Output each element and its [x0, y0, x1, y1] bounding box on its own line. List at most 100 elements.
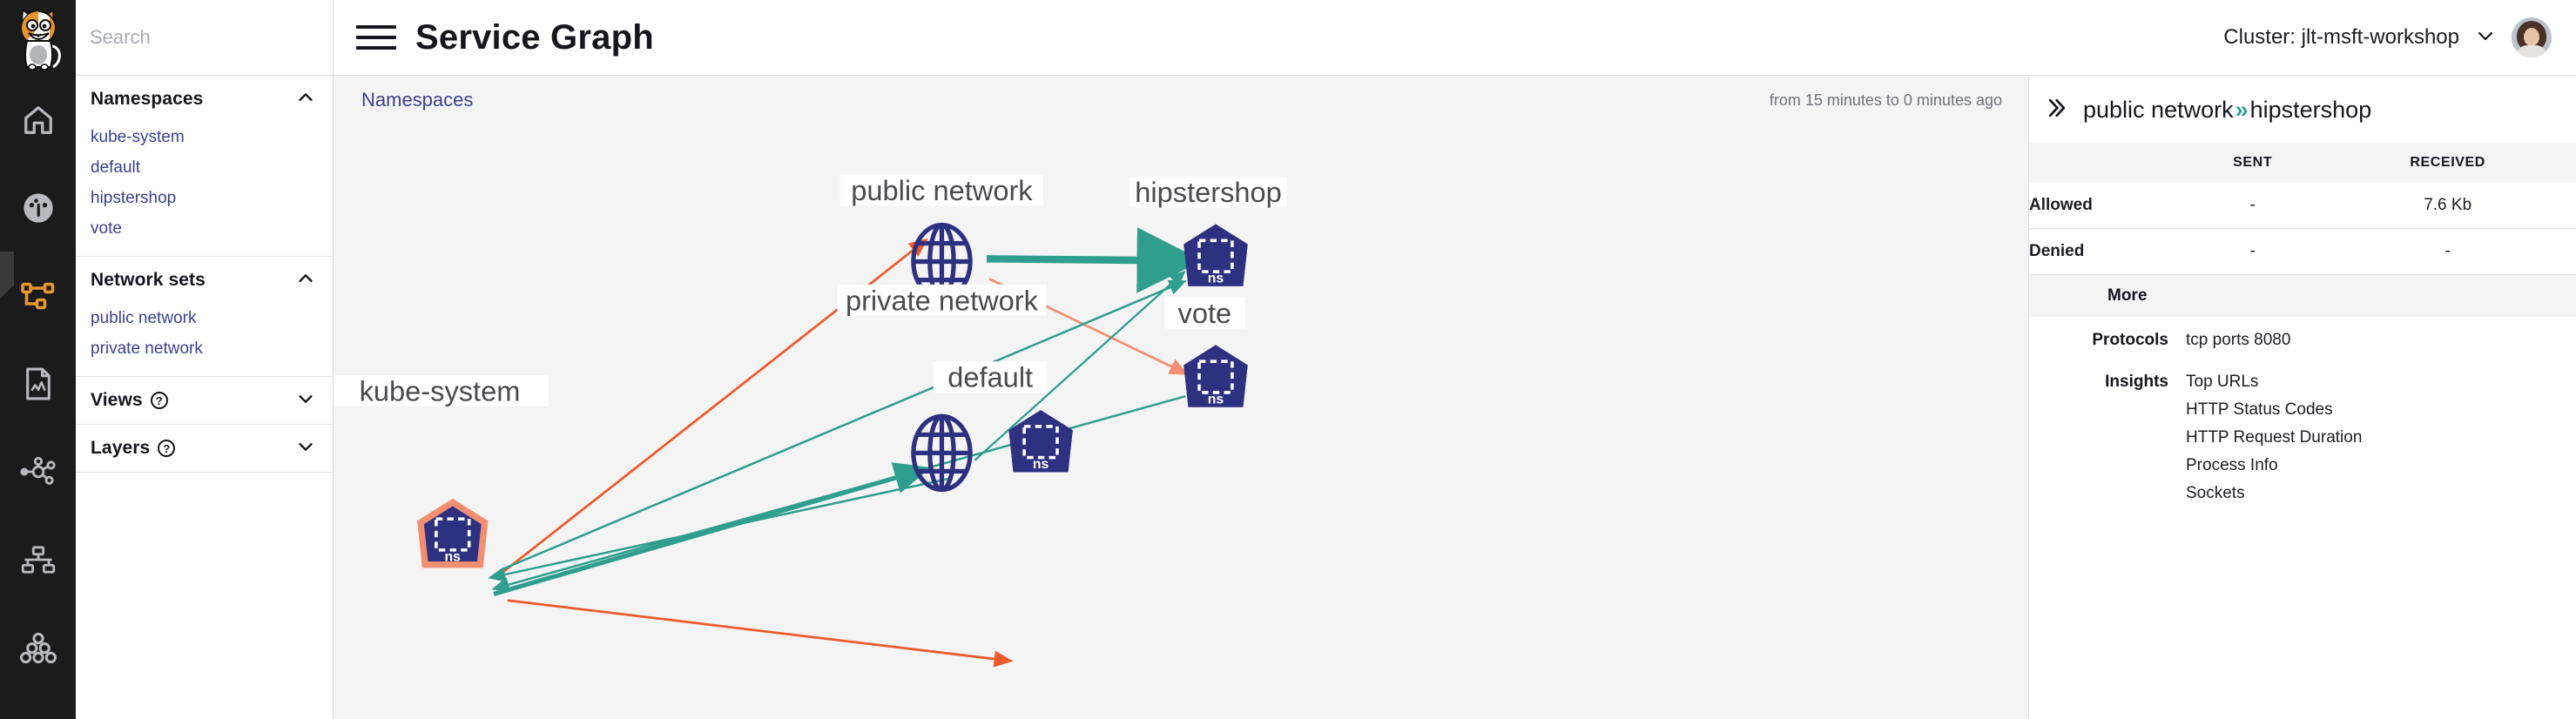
sidebar-section-namespaces-header[interactable]: Namespaces	[76, 76, 333, 123]
graph-node-label: hipstershop	[1135, 176, 1282, 208]
calico-cat-logo[interactable]	[0, 0, 76, 76]
sidebar-section-namespaces-items: kube-system default hipstershop vote	[76, 123, 333, 256]
help-icon[interactable]: ?	[158, 440, 176, 457]
insight-item-http-request-duration[interactable]: HTTP Request Duration	[2186, 428, 2363, 447]
details-title: public network » hipstershop	[2083, 97, 2371, 124]
insights-row: Insights Top URLs HTTP Status Codes HTTP…	[2029, 359, 2576, 512]
insight-item-sockets[interactable]: Sockets	[2186, 484, 2245, 502]
home-icon[interactable]	[0, 76, 76, 164]
protocols-row: Protocols tcp ports 8080	[2029, 317, 2576, 359]
graph-node-badge: ns	[445, 549, 462, 564]
insight-item-process-info[interactable]: Process Info	[2186, 456, 2278, 474]
search-input[interactable]	[90, 26, 341, 49]
chevron-down-icon[interactable]	[296, 389, 315, 413]
policies-document-icon[interactable]	[0, 339, 76, 427]
protocols-value-text: tcp ports 8080	[2186, 331, 2291, 349]
edge-public-network-hipstershop[interactable]	[986, 227, 1204, 293]
sidebar-item-public-network[interactable]: public network	[91, 309, 197, 327]
column-header-sent: SENT	[2186, 143, 2320, 183]
cell-allowed-received: 7.6 Kb	[2319, 183, 2576, 229]
sidebar-section-views-title: Views	[91, 390, 143, 410]
insight-item-http-status-codes[interactable]: HTTP Status Codes	[2186, 400, 2333, 419]
sidebar-item-default[interactable]: default	[91, 158, 141, 177]
hamburger-menu-icon[interactable]	[356, 17, 396, 57]
chevron-up-icon[interactable]	[296, 88, 315, 111]
edge-kube-system-hipstershop[interactable]	[499, 279, 1187, 572]
details-header: public network » hipstershop	[2029, 76, 2576, 143]
expand-double-chevron-right-icon[interactable]	[2045, 95, 2071, 125]
dashboard-gauge-icon[interactable]	[0, 164, 76, 252]
sidebar-section-layers-title: Layers	[91, 438, 151, 458]
sidebar-section-layers: Layers ?	[76, 425, 333, 473]
sidebar-section-network-sets: Network sets public network private netw…	[76, 257, 333, 377]
help-icon[interactable]: ?	[150, 392, 168, 409]
sidebar-item-hipstershop[interactable]: hipstershop	[91, 189, 177, 207]
graph-node-hipstershop[interactable]: hipstershop ns	[1130, 176, 1288, 286]
cell-denied-received: -	[2319, 228, 2576, 275]
page-title: Service Graph	[415, 17, 654, 57]
graph-node-default[interactable]: default ns	[933, 361, 1073, 473]
details-title-separator: »	[2235, 97, 2249, 123]
details-title-source: public network	[2083, 97, 2234, 123]
more-section-header[interactable]: More	[2029, 275, 2576, 317]
protocols-label: Protocols	[2092, 331, 2168, 349]
nodes-network-icon[interactable]	[0, 427, 76, 515]
table-row: Denied - -	[2029, 228, 2576, 275]
sidebar-section-network-sets-title: Network sets	[91, 270, 206, 290]
chevron-down-icon[interactable]	[296, 437, 315, 460]
graph-node-label: public network	[851, 174, 1033, 206]
hierarchy-icon[interactable]	[0, 515, 76, 603]
sidebar-section-network-sets-header[interactable]: Network sets	[76, 257, 333, 304]
namespace-node-icon: ns	[1183, 224, 1248, 286]
service-graph-icon[interactable]	[0, 252, 76, 339]
cell-allowed-sent: -	[2186, 183, 2320, 229]
graph-node-label: default	[947, 361, 1033, 393]
top-header: Service Graph Cluster: jlt-msft-workshop	[334, 0, 2576, 76]
cluster-selector-label: Cluster: jlt-msft-workshop	[2223, 25, 2459, 49]
column-header-received: RECEIVED	[2319, 143, 2576, 183]
graph-node-kube-system[interactable]: kube-system ns	[334, 374, 550, 568]
graph-canvas[interactable]: public network hipstersho	[334, 76, 2028, 719]
graph-node-public-network[interactable]: public network	[840, 174, 1044, 301]
clusters-icon[interactable]	[0, 603, 76, 691]
service-graph-pane[interactable]: Namespaces from 15 minutes to 0 minutes …	[334, 76, 2029, 719]
avatar[interactable]	[2512, 17, 2552, 57]
cell-denied-sent: -	[2186, 228, 2320, 275]
table-header-row: SENT RECEIVED	[2029, 143, 2576, 183]
row-label-allowed: Allowed	[2029, 183, 2186, 229]
graph-node-private-network[interactable]: private network	[837, 284, 1047, 493]
namespace-node-icon: ns	[1183, 345, 1248, 407]
edge-private-network-kube-system[interactable]	[488, 477, 950, 582]
chevron-down-icon[interactable]	[2475, 25, 2496, 50]
graph-node-vote[interactable]: vote ns	[1164, 297, 1248, 407]
traffic-table-body: Allowed - 7.6 Kb Denied - -	[2029, 183, 2576, 275]
edge-kube-system-default[interactable]	[507, 599, 1014, 668]
graph-node-badge: ns	[1208, 393, 1224, 407]
edge-kube-system-private-network[interactable]	[493, 462, 932, 596]
sidebar-section-layers-header[interactable]: Layers ?	[76, 425, 333, 472]
row-label-denied: Denied	[2029, 228, 2186, 275]
traffic-table: SENT RECEIVED Allowed - 7.6 Kb Denied -	[2029, 143, 2576, 275]
graph-node-label: private network	[846, 284, 1039, 316]
left-icon-rail	[0, 0, 76, 719]
protocols-value: tcp ports 8080	[2186, 331, 2290, 359]
sidebar-item-private-network[interactable]: private network	[91, 339, 203, 358]
namespace-node-icon: ns	[417, 498, 489, 568]
main-region: Service Graph Cluster: jlt-msft-workshop…	[334, 0, 2576, 719]
table-row: Allowed - 7.6 Kb	[2029, 183, 2576, 229]
chevron-up-icon[interactable]	[296, 269, 315, 292]
details-panel: public network » hipstershop SENT RECEIV…	[2029, 76, 2576, 719]
insight-item-top-urls[interactable]: Top URLs	[2186, 373, 2259, 391]
sidebar-item-vote[interactable]: vote	[91, 219, 122, 238]
cluster-selector[interactable]: Cluster: jlt-msft-workshop	[2223, 25, 2496, 50]
content-region: Namespaces from 15 minutes to 0 minutes …	[334, 76, 2576, 719]
sidebar-section-views: Views ?	[76, 377, 333, 425]
edge-private-network-hipstershop[interactable]	[974, 270, 1186, 461]
sidebar-section-views-header[interactable]: Views ?	[76, 377, 333, 424]
graph-node-badge: ns	[1033, 457, 1049, 472]
edge-vote-kube-system[interactable]	[491, 394, 1186, 593]
sidebar-item-kube-system[interactable]: kube-system	[91, 128, 185, 146]
traffic-table-head: SENT RECEIVED	[2029, 143, 2576, 183]
sidebar-section-network-sets-items: public network private network	[76, 304, 333, 376]
